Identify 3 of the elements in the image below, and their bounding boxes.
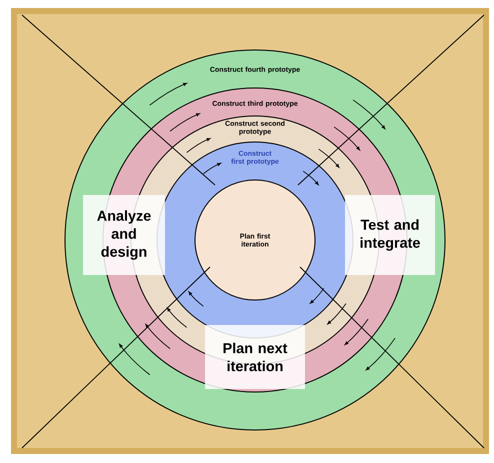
- label-box: Plan next iteration: [205, 325, 305, 389]
- label-box: Analyze and design: [83, 195, 165, 275]
- label-box: Test and integrate: [345, 195, 435, 275]
